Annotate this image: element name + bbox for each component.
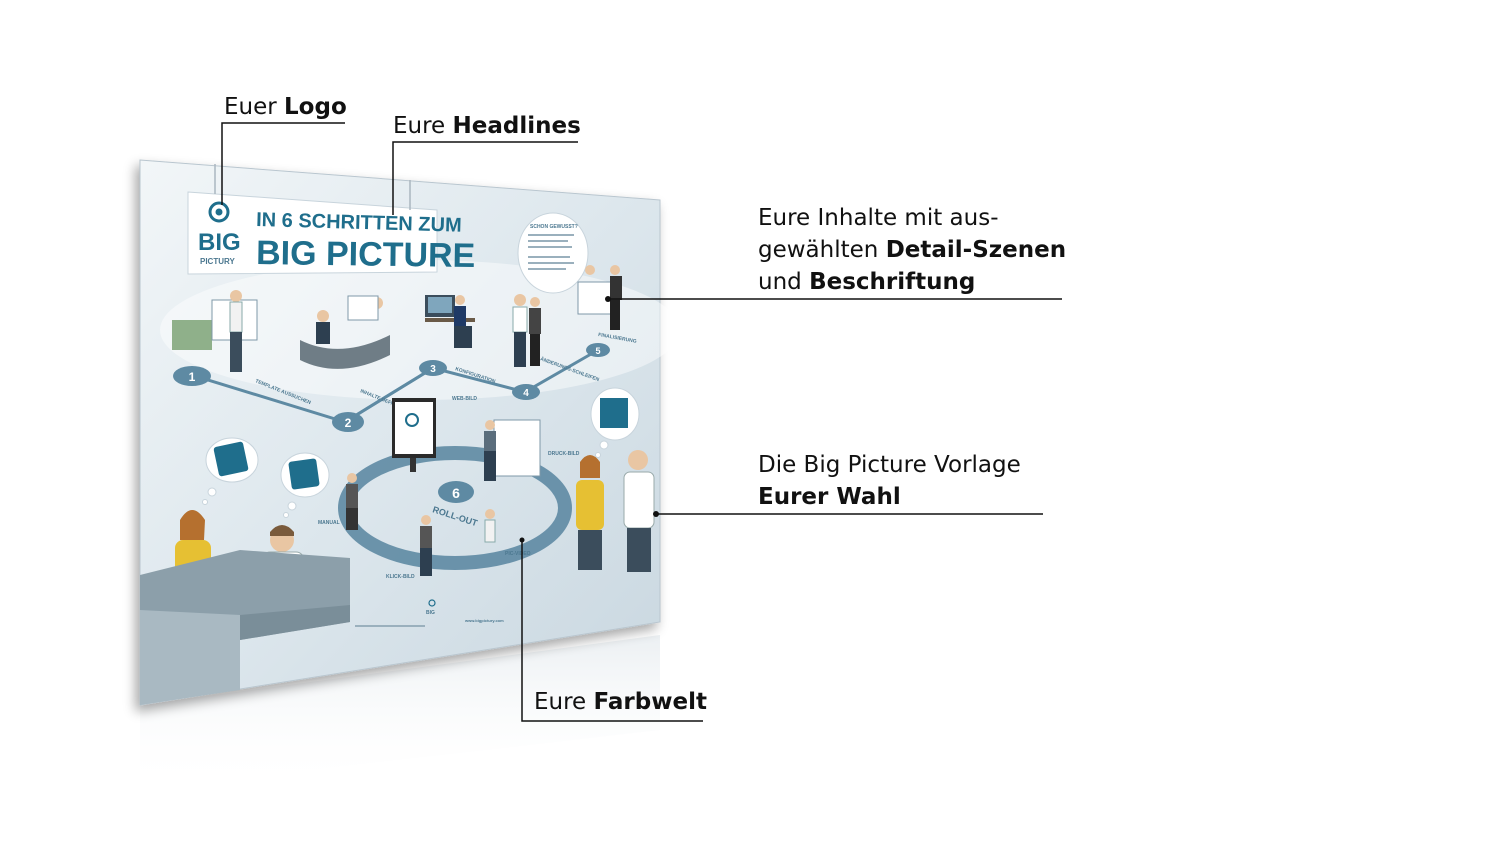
poster-reflection — [140, 635, 660, 790]
callout-leader-lines — [221, 122, 1062, 722]
svg-text:WEB-BILD: WEB-BILD — [452, 396, 477, 402]
poster-logo-sub: PICTURY — [200, 257, 235, 266]
floor-glow — [160, 260, 680, 400]
callout-colors: Eure Farbwelt — [534, 689, 707, 715]
leader-logo — [221, 122, 345, 205]
callout-template-line2: Eurer Wahl — [758, 484, 901, 510]
callout-template-line1: Die Big Picture Vorlage — [758, 452, 1021, 478]
poster-headline-2: BIG PICTURE — [256, 234, 476, 275]
thought-bubble-right — [590, 387, 640, 458]
poster-logo-word: BIG — [198, 229, 241, 256]
thought-bubble-left — [202, 437, 259, 505]
step-markers — [173, 343, 610, 432]
svg-text:4: 4 — [523, 388, 529, 399]
title-card — [187, 164, 438, 275]
callout-template: Die Big Picture Vorlage Eurer Wahl — [758, 449, 1021, 513]
scene-screens — [346, 398, 541, 576]
presenters-scene — [576, 450, 655, 572]
callout-content-line3: und Beschriftung — [758, 269, 976, 295]
thought-bubble-middle — [280, 452, 330, 518]
svg-text:BIG: BIG — [426, 610, 435, 616]
cubicle-scene — [140, 510, 350, 705]
scene-step4 — [512, 294, 541, 367]
scene-step2 — [300, 295, 390, 369]
leader-dots — [519, 296, 659, 543]
svg-text:MANUAL: MANUAL — [318, 520, 340, 526]
callout-headlines: Eure Headlines — [393, 113, 581, 139]
svg-text:PIC-VIDEO: PIC-VIDEO — [505, 551, 531, 557]
svg-text:5: 5 — [595, 346, 600, 356]
callout-content: Eure Inhalte mit aus- gewählten Detail-S… — [758, 202, 1066, 298]
callout-content-line1: Eure Inhalte mit aus- — [758, 205, 999, 231]
step-numbers: 1 2 3 4 5 — [189, 346, 601, 430]
leader-colors — [521, 540, 703, 722]
svg-text:3: 3 — [430, 364, 436, 375]
svg-text:KLICK-BILD: KLICK-BILD — [386, 574, 415, 580]
svg-text:2: 2 — [345, 416, 352, 430]
svg-text:www.bigpictury.com: www.bigpictury.com — [464, 618, 504, 623]
poster-footer: BIG www.bigpictury.com — [355, 599, 504, 627]
leader-headlines — [392, 141, 578, 215]
rollout-labels: WEB-BILD DRUCK-BILD MANUAL KLICK-BILD PI… — [318, 396, 580, 580]
svg-text:6: 6 — [452, 485, 460, 501]
poster-logo-mark — [208, 201, 230, 223]
scene-step3 — [425, 295, 475, 348]
scene-step5 — [577, 265, 622, 330]
svg-text:1: 1 — [189, 370, 196, 384]
scene-step1 — [172, 290, 258, 372]
info-bubble: SCHON GEWUSST? — [517, 212, 589, 294]
callout-content-line2: gewählten Detail-Szenen — [758, 237, 1067, 263]
svg-text:DRUCK-BILD: DRUCK-BILD — [548, 451, 580, 457]
svg-text:SCHON GEWUSST?: SCHON GEWUSST? — [530, 224, 578, 230]
callout-logo: Euer Logo — [224, 94, 347, 120]
